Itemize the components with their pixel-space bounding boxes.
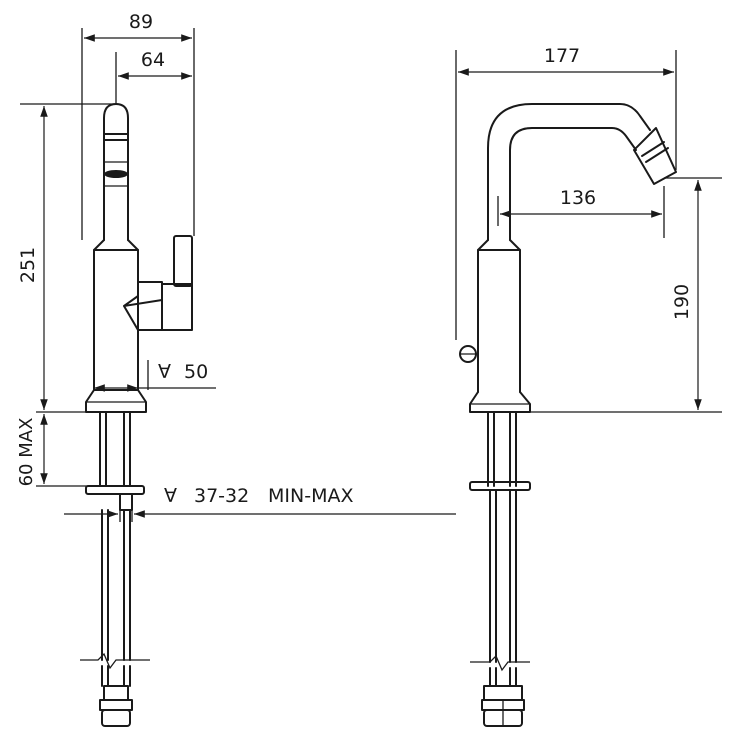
dim-front-width: 89 <box>129 11 153 33</box>
dim-side-aerator-reach: 136 <box>560 187 596 209</box>
side-view <box>455 50 722 727</box>
side-fixing-washer <box>469 481 531 491</box>
front-view <box>36 103 193 727</box>
dim-fixing-hole-note: MIN-MAX <box>268 485 353 507</box>
side-base <box>469 391 531 413</box>
dim-side-reach: 177 <box>544 45 580 67</box>
front-aerator <box>104 170 128 178</box>
dim-handle-hole: 50 <box>184 361 208 383</box>
side-dimensions: 177 136 190 <box>458 45 722 410</box>
front-fixing-washer <box>85 485 145 495</box>
front-handle-hub <box>137 281 163 331</box>
diameter-symbol-37: ∀ <box>164 485 177 507</box>
dim-deck-thickness: 60 MAX <box>16 418 37 487</box>
front-base <box>85 389 147 413</box>
front-dimensions: 89 64 251 60 MAX ∀ 50 ∀ 37-32 MIN-MAX <box>16 11 456 522</box>
front-handle-lever <box>173 235 193 287</box>
dim-fixing-hole: 37-32 <box>194 485 249 507</box>
front-hose-fitting <box>103 685 129 701</box>
dim-side-spout-height: 190 <box>671 284 693 320</box>
side-spout <box>487 103 651 241</box>
dim-front-height: 251 <box>17 247 39 283</box>
side-nozzle <box>633 127 677 185</box>
diameter-symbol-50: ∀ <box>158 361 171 383</box>
side-hose-fitting <box>483 685 523 701</box>
dim-front-spout-offset: 64 <box>141 49 165 71</box>
